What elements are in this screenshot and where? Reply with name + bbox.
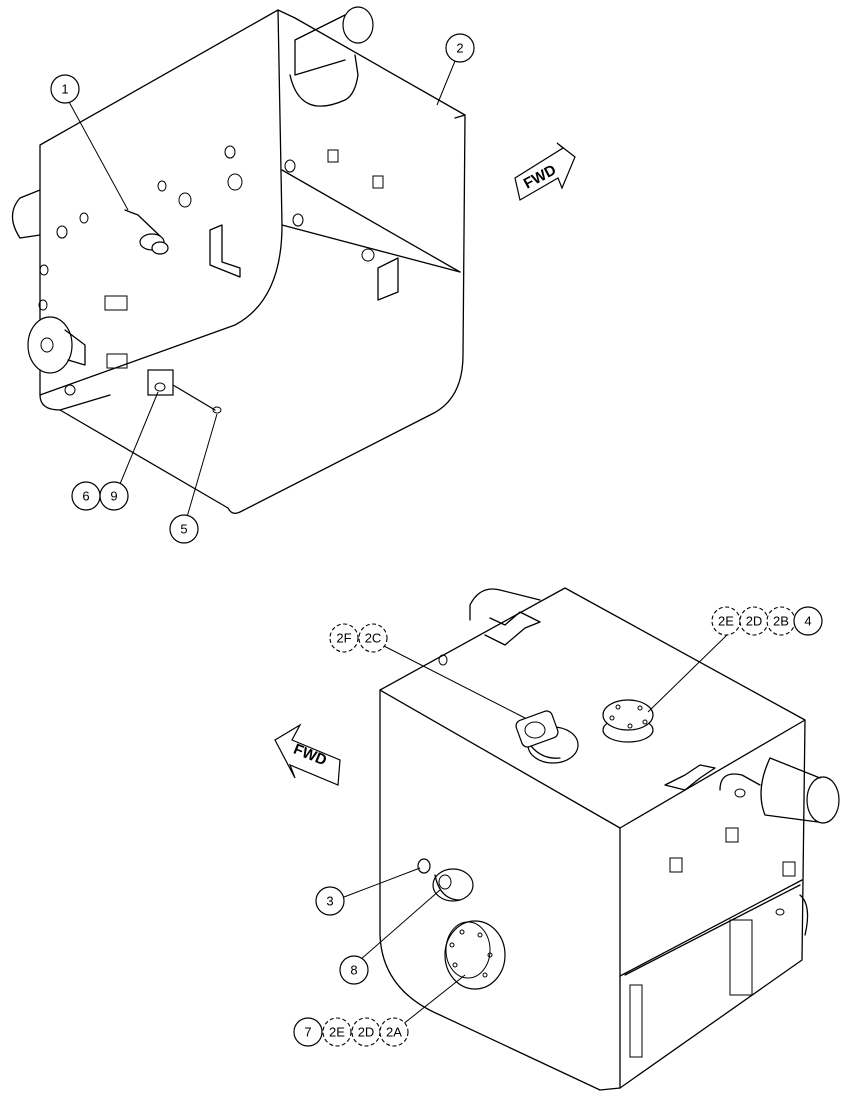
callout-7-label: 7: [304, 1025, 311, 1040]
callout-2a: 2A: [379, 1017, 409, 1047]
callout-5-label: 5: [180, 522, 187, 537]
callout-2f: 2F: [329, 623, 359, 653]
upper-tank-view: FWD: [11, 6, 576, 514]
upper-drain-bracket: [147, 369, 174, 396]
fwd-arrow-bottom: FWD: [274, 723, 341, 786]
callout-2e-top-label: 2E: [718, 614, 734, 629]
callout-2d-top-label: 2D: [746, 614, 763, 629]
callout-2f-label: 2F: [336, 631, 351, 646]
callout-9: 9: [99, 481, 129, 511]
callout-2c: 2C: [358, 623, 388, 653]
lower-filler-cap: [602, 699, 654, 743]
callout-2: 2: [445, 33, 475, 63]
callout-1-label: 1: [61, 82, 68, 97]
lower-port: [432, 868, 474, 902]
lower-drain-plug: [417, 858, 431, 874]
lower-access-cover: [444, 920, 506, 990]
callout-2a-label: 2A: [386, 1025, 402, 1040]
callout-4: 4: [793, 606, 823, 636]
callout-5: 5: [169, 514, 199, 544]
callout-2d-bottom: 2D: [351, 1017, 381, 1047]
callouts: 1 2 6 9 5 2F 2C 2E: [50, 33, 823, 1047]
callout-2e-bottom-label: 2E: [329, 1025, 345, 1040]
upper-port: [27, 316, 73, 374]
lower-tank-view: FWD: [274, 587, 840, 1091]
callout-2d-top: 2D: [739, 606, 769, 636]
callout-2c-label: 2C: [365, 631, 382, 646]
callout-8-label: 8: [350, 963, 357, 978]
callout-3: 3: [315, 886, 345, 916]
upper-holes: [38, 145, 384, 396]
upper-tank-outline: [39, 9, 283, 396]
upper-tube-end: [342, 6, 374, 44]
callout-6: 6: [71, 481, 101, 511]
callout-6-label: 6: [82, 489, 89, 504]
leader-lines: [67, 60, 729, 1026]
lower-fuel-gauge: [515, 710, 579, 764]
lower-tube-end: [806, 776, 840, 824]
callout-2b: 2B: [766, 606, 796, 636]
callout-7: 7: [293, 1017, 323, 1047]
callout-2d-bottom-label: 2D: [358, 1025, 375, 1040]
callout-9-label: 9: [110, 489, 117, 504]
callout-3-label: 3: [326, 894, 333, 909]
callout-2-label: 2: [456, 41, 463, 56]
upper-sensor: [124, 209, 169, 255]
callout-1: 1: [50, 74, 80, 104]
callout-4-label: 4: [804, 614, 811, 629]
callout-2e-top: 2E: [711, 606, 741, 636]
fwd-arrow-top: FWD: [514, 142, 576, 201]
callout-8: 8: [339, 955, 369, 985]
callout-2b-label: 2B: [773, 614, 789, 629]
callout-2e-bottom: 2E: [322, 1017, 352, 1047]
